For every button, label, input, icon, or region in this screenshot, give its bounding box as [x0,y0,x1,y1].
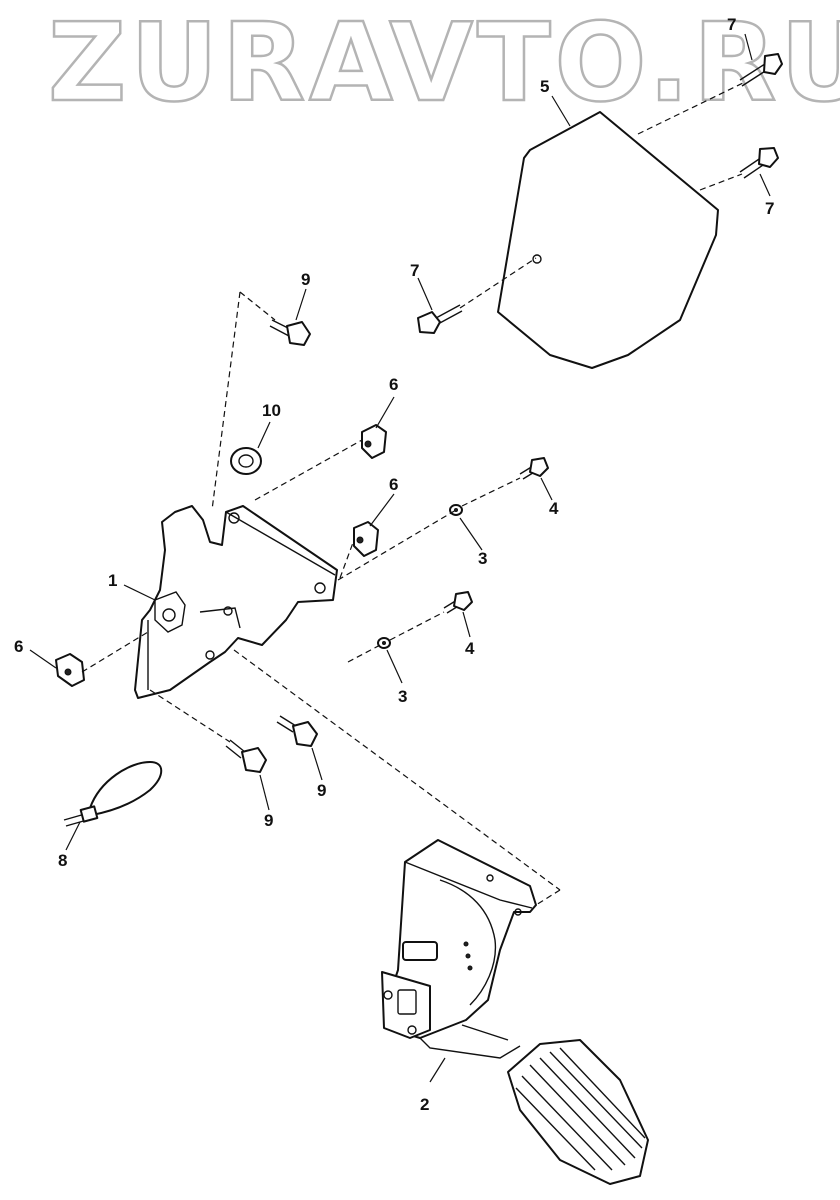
cable-tie-part-8 [63,761,163,827]
bolt-part-7-right [739,147,779,179]
callout-7-left: 7 [410,261,419,280]
bolt-part-9-top [269,319,311,346]
callout-6-middle: 6 [389,475,398,494]
callout-4-lower: 4 [465,639,475,658]
bolt-part-7-top [739,53,783,87]
clip-nut-part-6-left [55,653,85,687]
callout-3-upper: 3 [478,549,487,568]
washer-part-3-upper [449,504,463,516]
watermark-text: ZURAVTO.RU [48,1,840,126]
bolt-part-4-lower [443,591,473,614]
accelerator-pedal-part-2 [381,839,649,1185]
bracket-part-1 [134,505,338,699]
callout-7-right: 7 [765,199,774,218]
cover-plate-part-5 [497,111,719,369]
callout-leaders [29,33,771,1083]
alignment-lines [81,81,746,906]
callout-6-left: 6 [14,637,23,656]
callout-2: 2 [420,1095,429,1114]
callout-1: 1 [108,571,117,590]
callout-6-upper: 6 [389,375,398,394]
bolt-part-7-left [417,304,463,334]
callout-9-top: 9 [301,270,310,289]
grommet-part-10 [230,447,262,475]
clip-nut-part-6-middle [353,521,379,557]
callout-9-lower-left: 9 [264,811,273,830]
callout-labels: 1 2 3 3 4 4 5 6 6 6 7 7 7 8 9 9 9 10 [14,15,774,1114]
bolt-part-9-lower-left [225,739,267,773]
bolt-part-9-lower-right [276,715,318,747]
callout-9-lower-right: 9 [317,781,326,800]
callout-3-lower: 3 [398,687,407,706]
bolt-part-4-upper [519,457,549,480]
clip-nut-part-6-upper [361,424,387,459]
callout-7-top: 7 [727,15,736,34]
callout-8: 8 [58,851,67,870]
callout-5: 5 [540,77,549,96]
callout-10: 10 [262,401,281,420]
callout-4-upper: 4 [549,499,559,518]
